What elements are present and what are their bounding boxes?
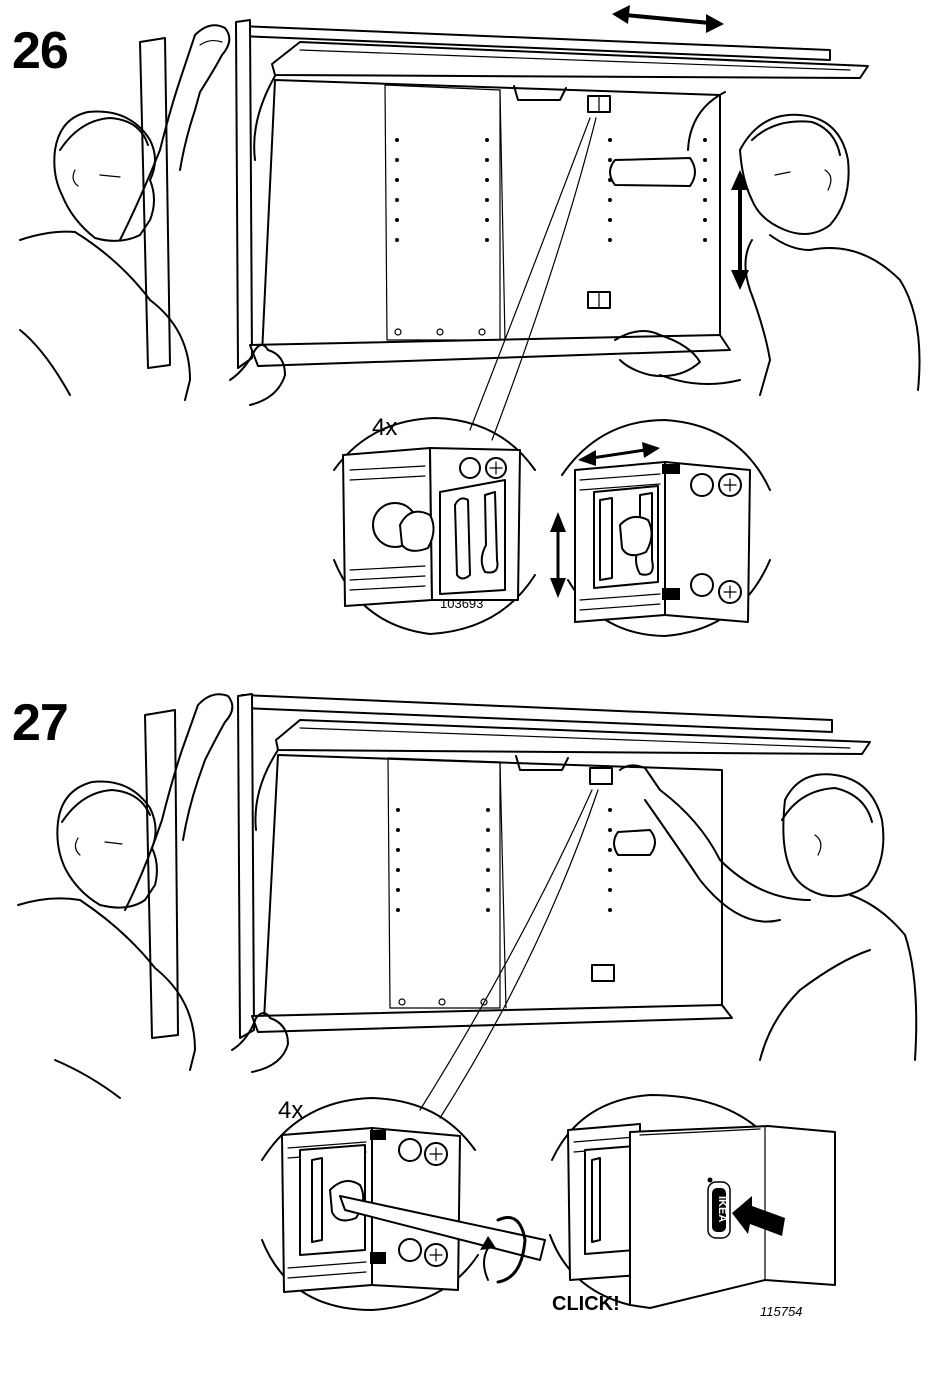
callout-leader bbox=[470, 118, 590, 430]
double-arrow-vertical-icon bbox=[550, 512, 566, 598]
detail-view-screw: 4x bbox=[262, 1097, 545, 1310]
part-number: 115754 bbox=[760, 1304, 802, 1319]
step-26: 26 bbox=[12, 5, 920, 636]
hinge-lower bbox=[592, 965, 614, 981]
hinge-upper bbox=[590, 768, 612, 784]
callout-leader bbox=[420, 790, 592, 1110]
detail-view-hook: 4x 103693 bbox=[334, 414, 535, 634]
part-number: 103693 bbox=[440, 596, 483, 611]
rail-bracket bbox=[614, 830, 655, 855]
double-arrow-horizontal-icon bbox=[612, 5, 724, 33]
detail-view-hook-attached bbox=[550, 420, 770, 636]
rail-bracket bbox=[610, 158, 695, 186]
step-number: 26 bbox=[12, 22, 68, 80]
detail-view-door: IKEA bbox=[550, 1095, 835, 1308]
wall-cabinet bbox=[145, 694, 870, 1038]
step-number: 27 bbox=[12, 694, 68, 752]
click-label: CLICK! bbox=[552, 1293, 620, 1315]
ikea-logo: IKEA bbox=[708, 1182, 730, 1238]
door-panel bbox=[630, 1126, 835, 1308]
logo-text: IKEA bbox=[716, 1196, 728, 1222]
step-27: 27 bbox=[12, 694, 916, 1319]
